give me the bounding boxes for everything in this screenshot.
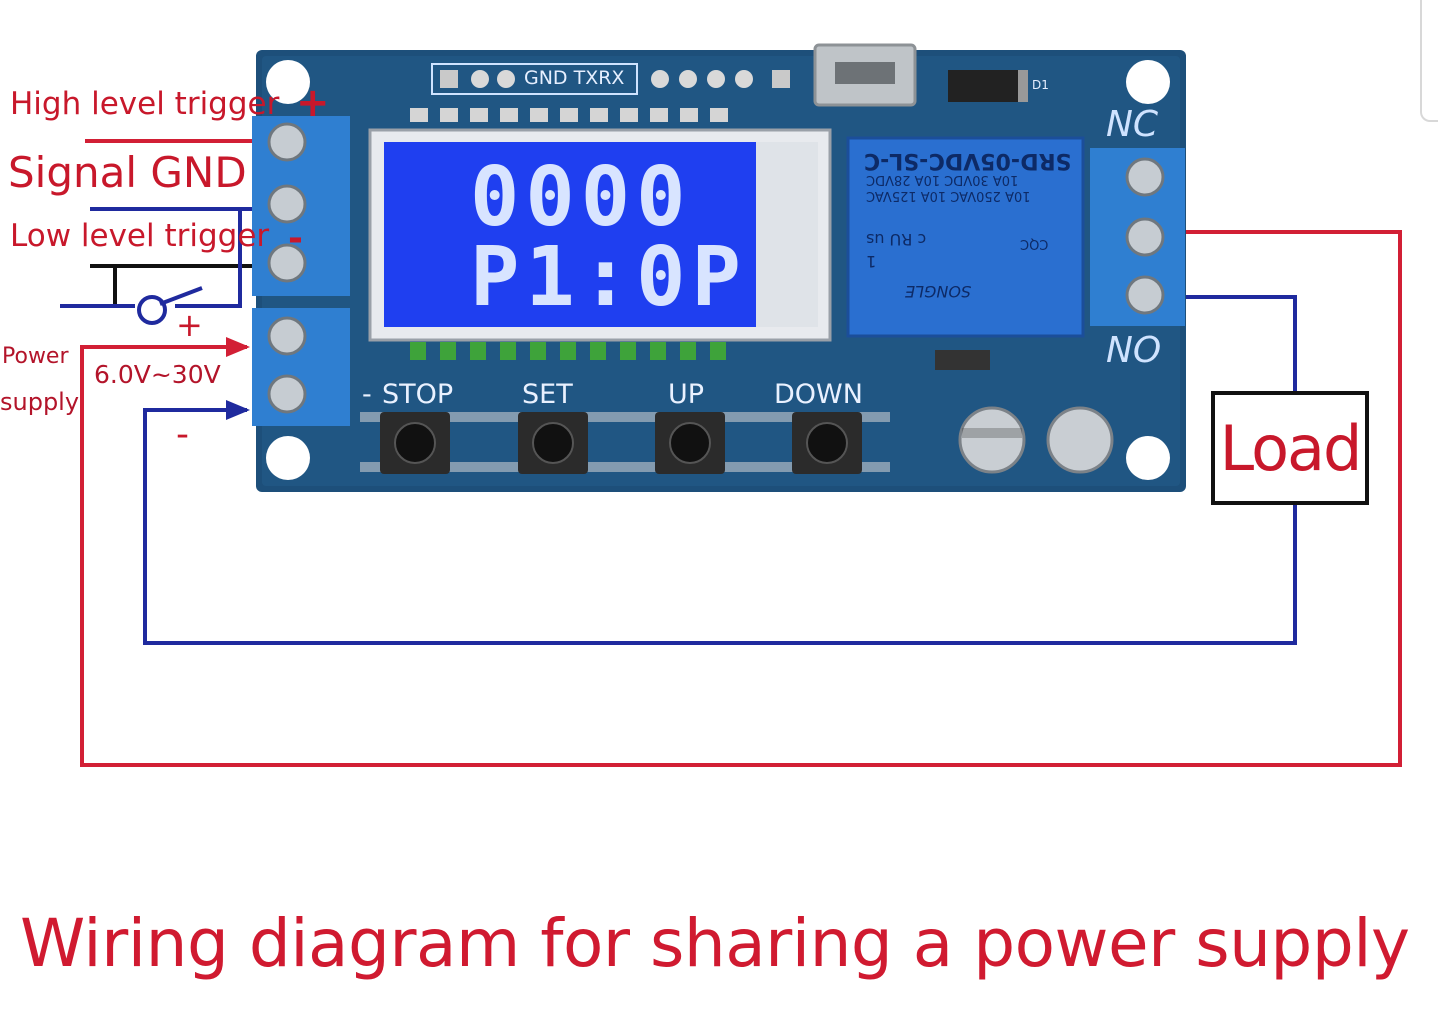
relay-brand: SONGLE <box>905 282 972 301</box>
high-level-trigger-label: High level trigger <box>10 86 280 122</box>
blue-no-to-load-wire <box>1185 295 1297 391</box>
button-pads <box>360 412 890 472</box>
lcd-line-2: P1:0P <box>470 230 747 325</box>
load-box: Load <box>1211 391 1369 505</box>
capacitor <box>1046 406 1114 474</box>
scrollbar-edge[interactable] <box>1420 0 1438 122</box>
power-minus-sign: - <box>176 414 189 455</box>
lcd-line-1: 0000 <box>470 150 692 245</box>
screw-terminal <box>1125 217 1165 257</box>
blue-ground-wire <box>143 408 1297 645</box>
stop-button-label: STOP <box>382 379 454 410</box>
low-trigger-minus-sign: - <box>288 218 303 259</box>
stop-button-prefix: - <box>362 379 372 410</box>
mount-hole <box>266 60 310 104</box>
diagram-title: Wiring diagram for sharing a power suppl… <box>20 905 1410 982</box>
voltage-range-label: 6.0V~30V <box>94 360 221 389</box>
screw-terminal <box>267 374 307 414</box>
supply-label: supply <box>0 388 80 416</box>
arrow-power-plus-icon <box>226 337 250 357</box>
lcd-top-pins <box>410 108 728 122</box>
nc-label: NC <box>1106 104 1159 145</box>
diode-label: D1 <box>1032 78 1049 92</box>
switch-contact-icon <box>137 295 167 325</box>
switch-left-wire <box>60 266 117 308</box>
mount-hole <box>266 436 310 480</box>
header-pin-label: GND TXRX <box>524 67 625 89</box>
screw-terminal <box>1125 157 1165 197</box>
capacitor <box>958 406 1026 474</box>
relay-pin-number: 1 <box>866 252 877 271</box>
relay <box>846 136 1085 338</box>
down-button-label: DOWN <box>774 379 863 410</box>
switch-lever-icon <box>159 286 203 306</box>
relay-cqc-mark: CQC <box>1020 236 1049 251</box>
screw-terminal <box>267 122 307 162</box>
up-button-label: UP <box>668 379 705 410</box>
no-label: NO <box>1106 330 1162 371</box>
switch-plus-sign: + <box>176 306 203 344</box>
relay-model: SRD-05VDC-SL-C <box>864 148 1072 173</box>
mount-hole <box>1126 60 1170 104</box>
high-trigger-plus-sign: + <box>296 80 330 126</box>
screw-terminal <box>267 184 307 224</box>
low-level-trigger-label: Low level trigger <box>10 218 270 254</box>
screw-terminal <box>267 243 307 283</box>
relay-rating-1: 10A 250VAC 10A 125VAC <box>866 188 1031 203</box>
relay-rating-2: 10A 30VDC 10A 28VDC <box>866 172 1019 187</box>
screw-terminal <box>267 316 307 356</box>
signal-gnd-label: Signal GND <box>8 148 247 197</box>
mount-hole <box>1126 436 1170 480</box>
power-label: Power <box>2 344 69 369</box>
lcd-screen <box>384 142 756 327</box>
screw-terminal <box>1125 275 1165 315</box>
switch-right-wire <box>175 209 242 308</box>
relay-ul-mark: c RU us <box>866 230 927 249</box>
lcd-bottom-pins <box>410 342 726 360</box>
load-label: Load <box>1219 411 1363 485</box>
red-power-wire <box>80 230 1402 767</box>
arrow-power-minus-icon <box>226 400 250 420</box>
smd-component <box>935 350 990 370</box>
set-button-label: SET <box>522 379 573 410</box>
diode-d1 <box>948 70 1028 102</box>
